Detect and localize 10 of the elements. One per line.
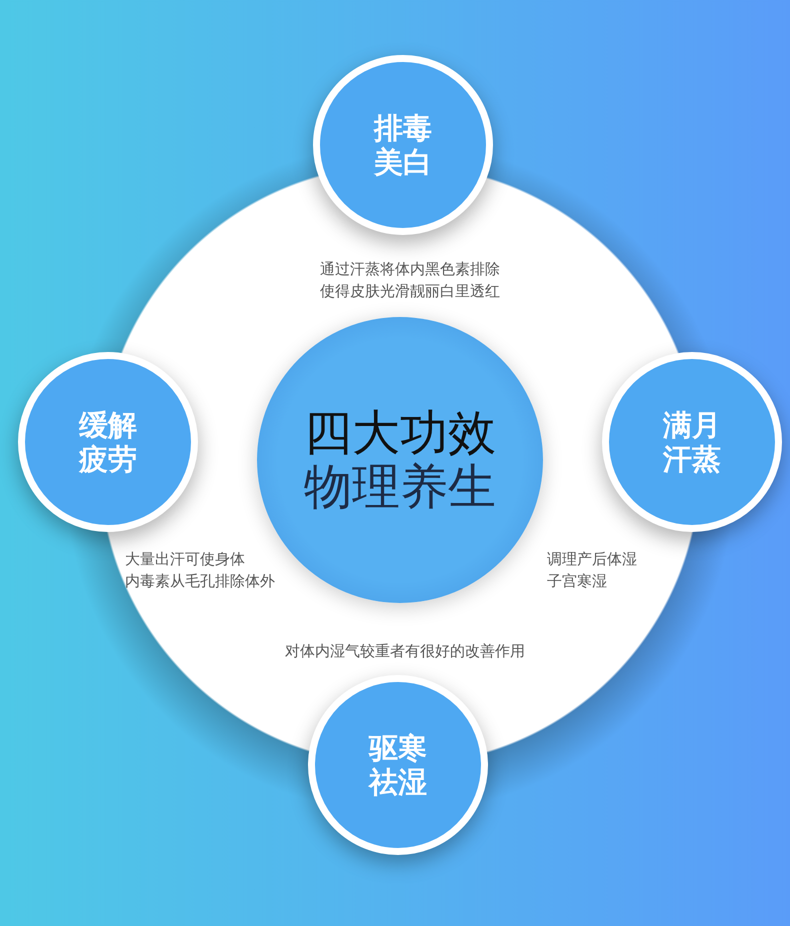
description-text: 调理产后体湿子宫寒湿 [547,549,638,592]
center-subtitle: 物理养生 [304,460,496,514]
feature-title: 驱寒祛湿 [369,731,427,799]
feature-title: 满月汗蒸 [663,408,721,476]
description-text: 对体内湿气较重者有很好的改善作用 [284,641,526,662]
feature-title: 排毒美白 [374,111,432,179]
description-text: 大量出汗可使身体内毒素从毛孔排除体外 [125,549,276,592]
feature-title: 缓解疲劳 [79,408,137,476]
center-title: 四大功效 [304,406,496,460]
description-text: 通过汗蒸将体内黑色素排除使得皮肤光滑靓丽白里透红 [319,259,501,302]
